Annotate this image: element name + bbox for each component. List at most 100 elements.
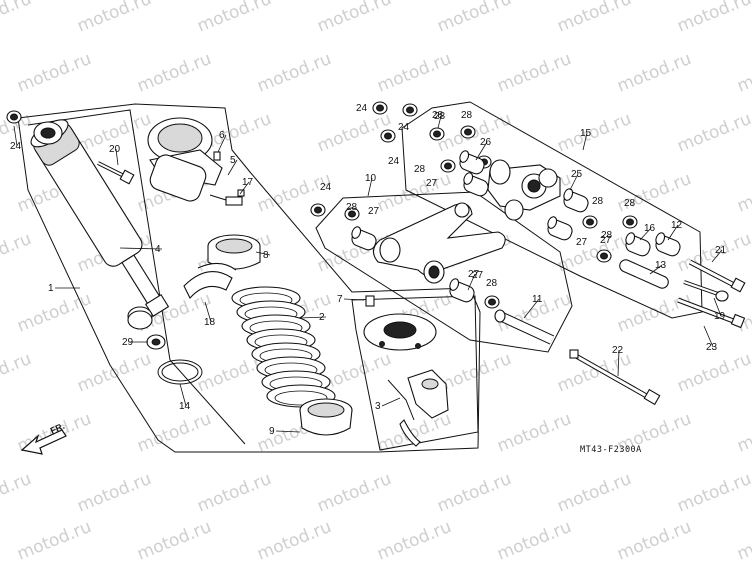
group-frames [17, 101, 703, 453]
watermark-text: motod.ru [494, 517, 574, 564]
callout-16: 16 [644, 223, 656, 234]
watermark-text: motod.ru [74, 469, 154, 517]
watermark-text: motod.ru [734, 169, 752, 217]
watermark-text: motod.ru [194, 0, 274, 37]
watermark-text: motod.ru [74, 349, 154, 397]
callout-2: 2 [319, 312, 325, 323]
watermark-text: motod.ru [674, 109, 752, 157]
collar-13 [619, 259, 669, 289]
callout-25: 25 [571, 169, 583, 180]
bolt-21 [688, 259, 746, 293]
bolt-19 [683, 280, 729, 302]
callout-4: 4 [155, 244, 161, 255]
watermark-text: motod.ru [134, 409, 214, 457]
callout-10: 10 [365, 173, 377, 184]
callout-12: 12 [671, 220, 683, 231]
watermark-text: motod.ru [614, 169, 694, 217]
watermark-text: motod.ru [674, 229, 752, 277]
spring-collar-18 [183, 262, 237, 299]
watermark-text: motod.ru [0, 349, 34, 397]
watermark-text: motod.ru [494, 49, 574, 97]
watermark-text: motod.ru [674, 469, 752, 517]
watermark-text: motod.ru [554, 109, 634, 157]
bracket-3 [387, 369, 449, 447]
callout-24-repeat: 24 [356, 103, 368, 114]
callout-26: 26 [480, 137, 492, 148]
callout-14: 14 [179, 401, 191, 412]
watermark-text: motod.ru [0, 469, 34, 517]
watermark-text: motod.ru [74, 0, 154, 37]
watermark-text: motod.ru [434, 469, 514, 517]
shock-link-10 [372, 202, 506, 284]
callout-5: 5 [230, 155, 236, 166]
callout-21: 21 [715, 245, 727, 256]
watermark-text: motod.ru [314, 0, 394, 37]
callout-28-repeat: 28 [432, 110, 444, 121]
adjuster-nut-29 [127, 306, 166, 350]
diagram-code: MT43-F2300A [580, 445, 642, 455]
watermark-text: motod.ru [614, 49, 694, 97]
spring-plate [363, 313, 437, 351]
callout-9: 9 [269, 426, 275, 437]
callout-27-repeat: 27 [576, 237, 588, 248]
callout-20: 20 [109, 144, 121, 155]
callout-28-repeat: 28 [346, 202, 358, 213]
watermark-text: motod.ru [554, 349, 634, 397]
callout-3: 3 [375, 401, 381, 412]
callout-27-repeat: 27 [426, 178, 438, 189]
callout-11: 11 [532, 294, 543, 305]
watermark-text: motod.ru [374, 49, 454, 97]
watermark-text: motod.ru [254, 517, 334, 564]
bolt-22 [569, 349, 661, 406]
watermark-text: motod.ru [734, 49, 752, 97]
callout-28: 28 [434, 111, 446, 122]
callout-28-repeat: 28 [592, 196, 604, 207]
watermark-text: motod.ru [0, 229, 34, 277]
watermark-text: motod.ru [14, 517, 94, 564]
callout-24-repeat: 24 [320, 182, 332, 193]
callout-22: 22 [612, 345, 624, 356]
watermark-text: motod.ru [314, 469, 394, 517]
watermark-text: motod.ru [254, 49, 334, 97]
callout-28-repeat: 28 [461, 110, 473, 121]
callout-27-repeat: 27 [600, 235, 612, 246]
watermark-text: motod.ru [374, 517, 454, 564]
fitting-6 [213, 151, 221, 161]
callout-23: 23 [706, 342, 718, 353]
watermark-text: motod.ru [134, 517, 214, 564]
watermark-text: motod.ru [194, 469, 274, 517]
callout-19: 19 [714, 311, 726, 322]
watermark-text: motod.ru [14, 289, 94, 337]
callout-8: 8 [263, 250, 269, 261]
callout-1: 1 [48, 283, 54, 294]
watermark-text: motod.ru [674, 0, 752, 37]
callout-24: 24 [10, 141, 22, 152]
watermark-text: motod.ru [734, 517, 752, 564]
callout-29: 29 [122, 337, 134, 348]
callout-24-repeat: 24 [398, 122, 410, 133]
watermark-text: motod.ru [434, 0, 514, 37]
watermark-text: motod.ru [494, 409, 574, 457]
bolt-11 [494, 309, 555, 345]
spring-stopper-9 [299, 398, 353, 436]
circlip-14 [157, 359, 203, 385]
bolt-20 [97, 161, 135, 185]
callout-27-repeat: 27 [368, 206, 380, 217]
callout-24-repeat: 24 [388, 156, 400, 167]
watermark-text: motod.ru [734, 289, 752, 337]
front-direction-arrow: FR. [20, 421, 67, 455]
callout-28-repeat: 28 [486, 278, 498, 289]
watermark-text: motod.ru [134, 49, 214, 97]
pin-7 [365, 295, 375, 307]
leader-lines [13, 115, 723, 433]
watermark-text: motod.ru [674, 349, 752, 397]
callout-13: 13 [655, 260, 667, 271]
watermark-text: motod.ru [614, 517, 694, 564]
callout-7: 7 [337, 294, 343, 305]
callout-28-repeat: 28 [624, 198, 636, 209]
watermark-text: motod.ru [734, 409, 752, 457]
callout-6: 6 [219, 130, 225, 141]
